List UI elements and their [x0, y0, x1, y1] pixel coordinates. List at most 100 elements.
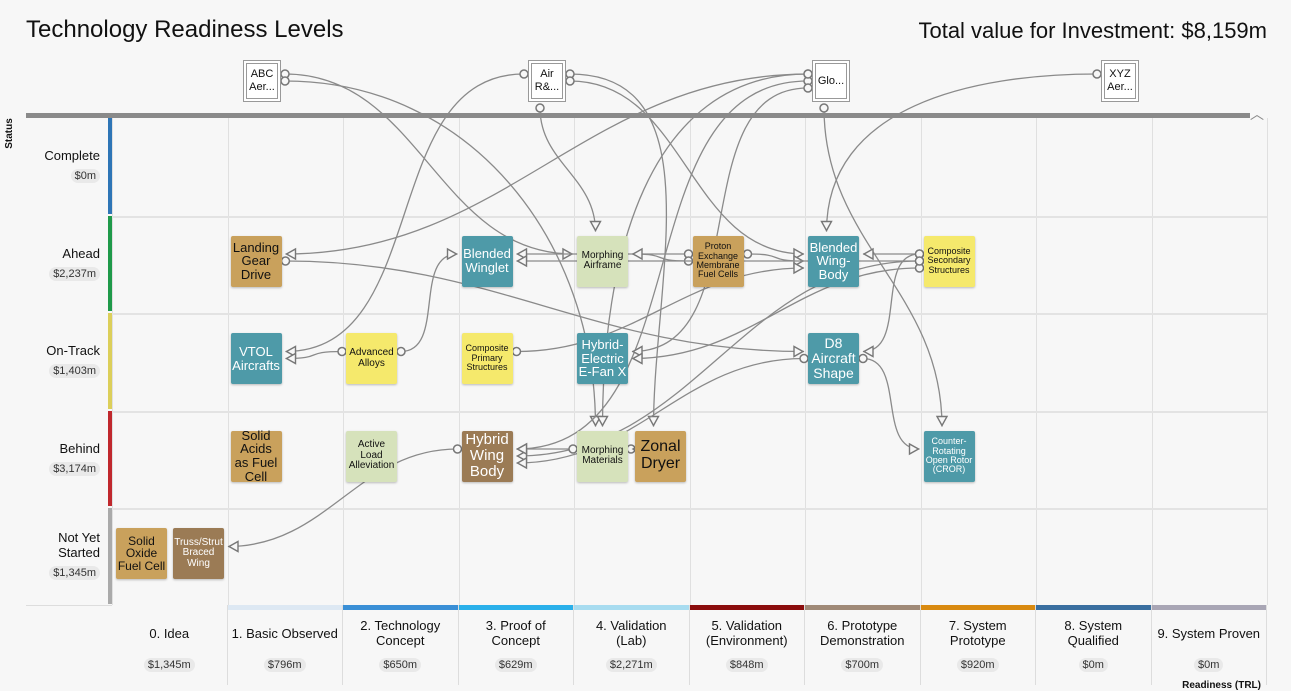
edge-source-circle-icon	[337, 346, 347, 357]
level-value: $650m	[379, 658, 422, 672]
dependency-edge	[516, 80, 809, 450]
edge-arrow-icon	[589, 220, 602, 232]
edge-arrow-icon	[227, 540, 239, 553]
technology-node[interactable]: Zonal Dryer	[635, 430, 686, 482]
technology-node[interactable]: Solid Acids as Fuel Cell	[230, 427, 282, 484]
grid-col-line	[112, 118, 113, 605]
status-name: Not Yet Started	[58, 530, 100, 560]
dependency-edge	[569, 80, 805, 255]
technology-node[interactable]: Truss/Strut Braced Wing	[173, 528, 224, 579]
dependency-edge	[539, 107, 597, 232]
technology-node[interactable]: Hybrid-Electric E-Fan X	[577, 333, 628, 384]
node-label: Truss/Strut Braced Wing	[174, 536, 223, 569]
technology-node[interactable]: Blended Winglet	[461, 235, 513, 287]
technology-node[interactable]: Hybrid Wing Body	[461, 430, 513, 482]
dependency-edge	[631, 267, 920, 360]
edge-source-circle-icon	[914, 256, 925, 266]
status-row-label: Ahead$2,237m	[0, 246, 100, 281]
readiness-column-header[interactable]: 7. System Prototype$920m	[920, 605, 1036, 685]
readiness-column-header[interactable]: 9. System Proven$0m	[1151, 605, 1267, 685]
status-value: $1,403m	[49, 364, 100, 378]
readiness-column-header[interactable]: 8. System Qualified$0m	[1036, 605, 1152, 685]
node-label: Blended Wing-Body	[809, 239, 858, 282]
technology-node[interactable]: Morphing Airframe	[577, 235, 628, 287]
dependency-edge	[285, 73, 525, 353]
grid-col-line	[1036, 118, 1037, 605]
status-color-bar	[108, 508, 112, 604]
readiness-column-header[interactable]: 4. Validation (Lab)$2,271m	[574, 605, 690, 685]
technology-node[interactable]: Counter-Rotating Open Rotor (CROR)	[923, 430, 975, 482]
readiness-column-header[interactable]: 2. Technology Concept$650m	[343, 605, 459, 685]
node-label: Landing Gear Drive	[232, 239, 280, 282]
level-color-bar	[920, 605, 1035, 610]
technology-node[interactable]: D8 Aircraft Shape	[808, 333, 859, 384]
level-name: 4. Validation (Lab)	[595, 618, 667, 648]
page-title: Technology Readiness Levels	[26, 16, 344, 43]
grid-col-line	[458, 118, 460, 605]
status-value: $0m	[70, 169, 100, 183]
level-color-bar	[227, 605, 342, 610]
edge-source-circle-icon	[819, 103, 829, 113]
edge-source-circle-icon	[1092, 69, 1102, 79]
dependency-edge	[569, 73, 667, 427]
readiness-column-header[interactable]: 1. Basic Observed$796m	[227, 605, 343, 685]
technology-node[interactable]: VTOL Aircrafts	[230, 333, 282, 384]
grid-row-line	[112, 215, 1267, 218]
edge-arrow-icon	[793, 261, 805, 275]
edge-source-circle-icon	[280, 76, 290, 86]
node-label: Solid Acids as Fuel Cell	[234, 427, 278, 484]
technology-node[interactable]: Composite Secondary Structures	[923, 235, 975, 287]
technology-node[interactable]: Proton Exchange Membrane Fuel Cells	[692, 235, 744, 287]
node-label: Blended Winglet	[463, 246, 511, 275]
grid-col-line	[1151, 118, 1153, 605]
edge-arrow-icon	[285, 247, 297, 261]
level-name: 3. Proof of Concept	[485, 618, 546, 648]
node-label: Composite Secondary Structures	[927, 245, 971, 275]
edge-source-circle-icon	[519, 69, 529, 79]
level-value: $629m	[494, 658, 537, 672]
node-label: Active Load Alleviation	[348, 439, 395, 472]
technology-node[interactable]: Active Load Alleviation	[346, 430, 397, 482]
status-row-label: Behind$3,174m	[0, 441, 100, 476]
company-box[interactable]: ABC Aer...	[243, 60, 281, 102]
dependency-edge	[285, 260, 805, 353]
status-name: Complete	[44, 148, 100, 163]
dependency-edge	[227, 448, 458, 548]
dependency-edge	[862, 253, 920, 353]
readiness-column-header[interactable]: 3. Proof of Concept $629m	[458, 605, 574, 685]
dependency-edge	[516, 357, 805, 464]
technology-node[interactable]: Blended Wing-Body	[808, 235, 859, 287]
level-value: $0m	[1194, 658, 1224, 672]
edge-source-circle-icon	[568, 444, 578, 454]
dependency-edge	[862, 357, 920, 450]
grid-col-line	[574, 118, 575, 605]
readiness-column-header[interactable]: 5. Validation (Environment) $848m	[689, 605, 805, 685]
status-name: Ahead	[62, 245, 100, 261]
status-value: $1,345m	[49, 566, 100, 580]
level-name: 5. Validation (Environment)	[705, 618, 788, 648]
readiness-column-header[interactable]: 6. Prototype Demonstration$700m	[805, 605, 921, 685]
technology-node[interactable]: Morphing Materials	[577, 430, 628, 482]
dependency-edge	[631, 87, 809, 353]
readiness-column-header[interactable]: 0. Idea$1,345m	[112, 605, 228, 685]
collapse-chevron-icon[interactable]: ︿	[1250, 106, 1264, 122]
grid-col-line	[1267, 118, 1268, 605]
level-value: $0m	[1078, 658, 1108, 672]
technology-node[interactable]: Advanced Alloys	[346, 333, 397, 384]
company-box[interactable]: Air R&...	[528, 60, 566, 102]
dependency-edge	[284, 73, 574, 255]
company-box[interactable]: Glo...	[812, 60, 850, 102]
grid-row-line	[112, 313, 1267, 315]
technology-node[interactable]: Composite Primary Structures	[461, 333, 513, 384]
technology-node[interactable]: Landing Gear Drive	[230, 235, 282, 287]
readiness-axis-label: Readiness (TRL)	[1182, 680, 1261, 691]
dependency-edge	[400, 253, 458, 353]
technology-node[interactable]: Solid Oxide Fuel Cell	[116, 528, 167, 579]
status-row-label: Not Yet Started $1,345m	[0, 530, 100, 580]
node-label: VTOL Aircrafts	[232, 343, 280, 373]
level-value: $920m	[956, 658, 999, 672]
edge-source-circle-icon	[858, 353, 868, 364]
level-value: $848m	[725, 658, 768, 672]
company-box[interactable]: XYZ Aer...	[1101, 60, 1139, 102]
